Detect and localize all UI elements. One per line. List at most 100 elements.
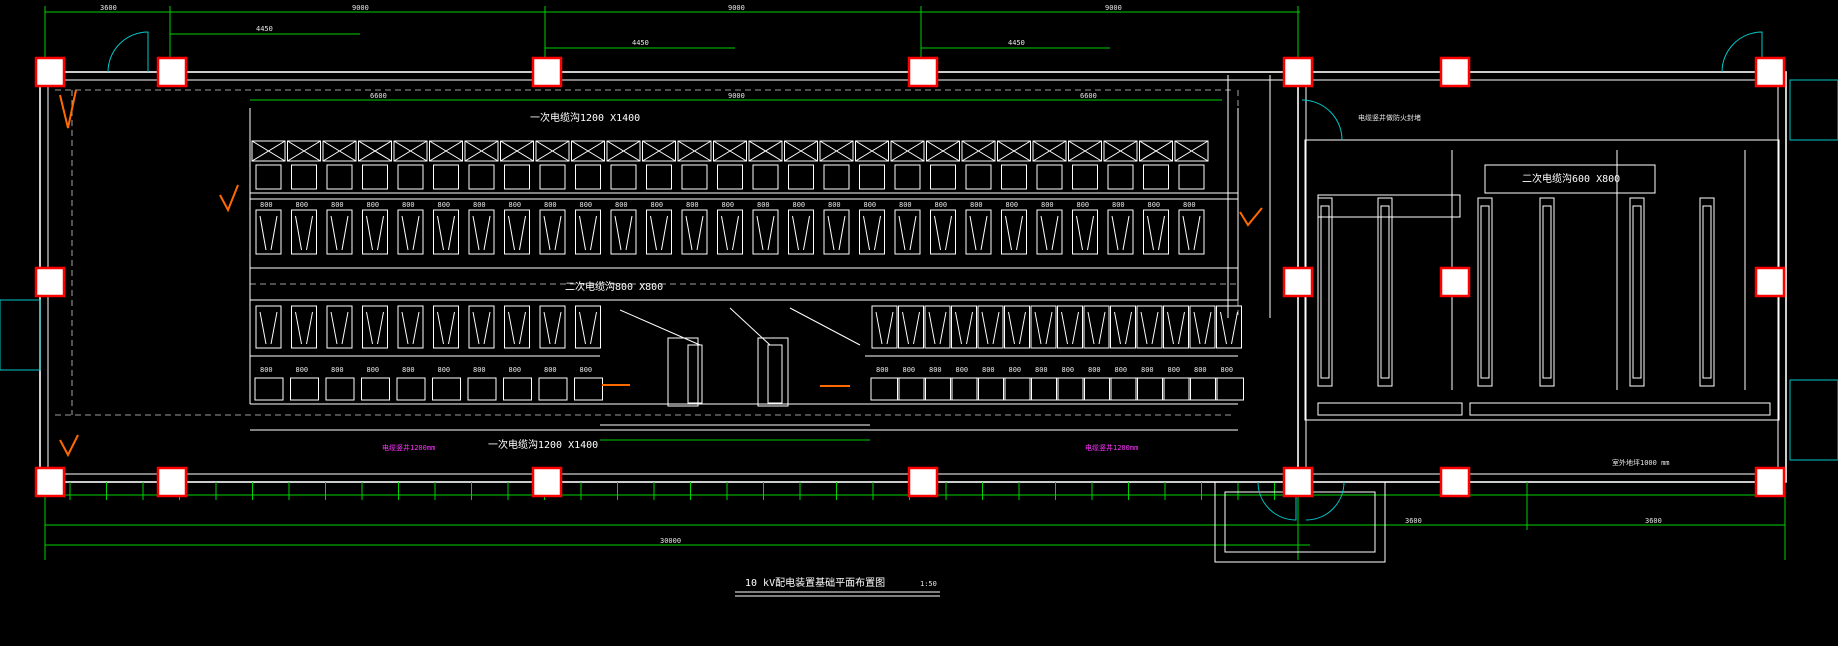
- cabinet-bottom: 800: [923, 305, 953, 401]
- cabinet-width-label: 800: [509, 366, 522, 374]
- cabinet-top: 800: [961, 140, 996, 255]
- cabinet-width-label: 800: [1035, 366, 1048, 374]
- cabinet-top: 800: [500, 140, 534, 255]
- cabinet-width-label: 800: [828, 201, 841, 209]
- dim-top-sub-3: 4450: [1008, 39, 1025, 47]
- drawing-title-block: 10 kV配电装置基础平面布置图 1:50: [735, 576, 940, 597]
- cabinet-bottom: 800: [1109, 305, 1138, 401]
- cabinet-width-label: 800: [1062, 366, 1075, 374]
- cabinet-top: 800: [890, 140, 925, 255]
- cabinet-bottom: 800: [290, 305, 319, 401]
- magenta-note-right: 电缆竖井1200mm: [1085, 443, 1138, 452]
- cabinet-top: 800: [571, 140, 605, 255]
- cabinet-width-label: 800: [260, 366, 273, 374]
- cabinet-width-label: 800: [1168, 366, 1181, 374]
- cabinet-bottom: 800: [1029, 305, 1059, 401]
- cabinet-top: 800: [1032, 140, 1067, 255]
- dim-top-sub-2: 4450: [632, 39, 649, 47]
- cabinet-width-label: 800: [1088, 366, 1101, 374]
- cabinet-width-label: 800: [438, 201, 451, 209]
- cabinet-top: 800: [713, 140, 747, 255]
- cabinet-bottom: 800: [1135, 305, 1165, 401]
- cabinet-width-label: 800: [296, 366, 309, 374]
- cabinet-top: 800: [642, 140, 676, 255]
- trench-label-bot: 一次电缆沟1200 X1400: [488, 438, 598, 451]
- cabinet-top: 800: [606, 140, 641, 255]
- cabinet-width-label: 800: [1221, 366, 1234, 374]
- building-outline: [39, 71, 1787, 483]
- dimension-lines-top: [44, 6, 1300, 101]
- cabinet-width-label: 800: [438, 366, 451, 374]
- cabinet-width-label: 800: [296, 201, 309, 209]
- cabinet-bottom: 800: [503, 305, 532, 401]
- cabinet-width-label: 800: [757, 201, 770, 209]
- drawing-scale: 1:50: [920, 580, 937, 588]
- dimension-lines-bottom: [44, 482, 1786, 560]
- cabinet-top: 800: [1174, 140, 1209, 255]
- cabinet-top: 800: [748, 140, 783, 255]
- dim-mid-3: 6600: [1080, 92, 1097, 100]
- detail-section: [600, 307, 870, 441]
- cabinet-width-label: 800: [544, 366, 557, 374]
- cabinet-bottom: 800: [1215, 305, 1244, 401]
- dim-bottom-total: 30000: [660, 537, 681, 545]
- column-icon: [34, 56, 1786, 498]
- cabinet-top: 800: [997, 140, 1031, 255]
- cabinet-bottom: 800: [432, 305, 461, 401]
- cabinet-top: 800: [429, 140, 463, 255]
- cabinet-width-label: 800: [580, 201, 593, 209]
- cabinet-width-label: 800: [793, 201, 806, 209]
- cabinet-width-label: 800: [935, 201, 948, 209]
- drawing-title: 10 kV配电装置基础平面布置图: [745, 576, 885, 589]
- cabinet-width-label: 800: [876, 366, 889, 374]
- cabinet-width-label: 800: [544, 201, 557, 209]
- cabinet-width-label: 800: [686, 201, 699, 209]
- cabinet-width-label: 800: [956, 366, 969, 374]
- cabinet-top: 800: [358, 140, 392, 255]
- cabinet-bottom: 800: [254, 305, 284, 401]
- magenta-note-left: 电缆竖井1200mm: [382, 443, 435, 452]
- trench-label-right: 二次电缆沟600 X800: [1522, 172, 1620, 185]
- cabinet-width-label: 800: [899, 201, 912, 209]
- cabinet-width-label: 800: [402, 201, 415, 209]
- cabinet-bottom: 800: [1188, 305, 1218, 401]
- checkmark-icon: [59, 89, 1263, 458]
- trench-label-top: 一次电缆沟1200 X1400: [530, 111, 640, 124]
- cabinet-width-label: 800: [1115, 366, 1128, 374]
- cabinet-width-label: 800: [651, 201, 664, 209]
- cabinet-top: 800: [535, 140, 570, 255]
- cabinet-top: 800: [784, 140, 818, 255]
- cabinet-width-label: 800: [1077, 201, 1090, 209]
- cabinet-width-label: 800: [903, 366, 916, 374]
- cabinet-width-label: 800: [1009, 366, 1022, 374]
- cabinet-width-label: 800: [509, 201, 522, 209]
- cabinet-width-label: 800: [367, 366, 380, 374]
- cabinet-top: 800: [819, 140, 854, 255]
- cabinet-width-label: 800: [1006, 201, 1019, 209]
- cabinet-top: 800: [393, 140, 428, 255]
- dim-mid-2: 9000: [728, 92, 745, 100]
- cabinet-width-label: 800: [473, 366, 486, 374]
- cabinet-width-label: 800: [331, 201, 344, 209]
- cabinet-bottom: 800: [976, 305, 1006, 401]
- cabinet-bottom: 800: [396, 305, 426, 401]
- cabinet-width-label: 800: [929, 366, 942, 374]
- cabinet-width-label: 800: [1141, 366, 1154, 374]
- fire-protection-label: 电缆竖井做防火封堵: [1358, 113, 1421, 122]
- cabinet-bottom: 800: [325, 305, 355, 401]
- dim-top-sub-1: 4450: [256, 25, 273, 33]
- cabinet-width-label: 800: [1194, 366, 1207, 374]
- cabinet-bottom: 800: [538, 305, 568, 401]
- cabinet-width-label: 800: [1112, 201, 1125, 209]
- cabinet-bottom: 800: [897, 305, 926, 401]
- cable-trenches: [249, 108, 1239, 431]
- cabinet-width-label: 800: [580, 366, 593, 374]
- cabinet-top: 800: [464, 140, 499, 255]
- cabinet-top: 800: [1139, 140, 1173, 255]
- trench-label-mid: 二次电缆沟800 X800: [565, 280, 663, 293]
- cabinet-top: 800: [1103, 140, 1138, 255]
- dim-top-4: 9000: [1105, 4, 1122, 12]
- cabinet-top: 800: [926, 140, 960, 255]
